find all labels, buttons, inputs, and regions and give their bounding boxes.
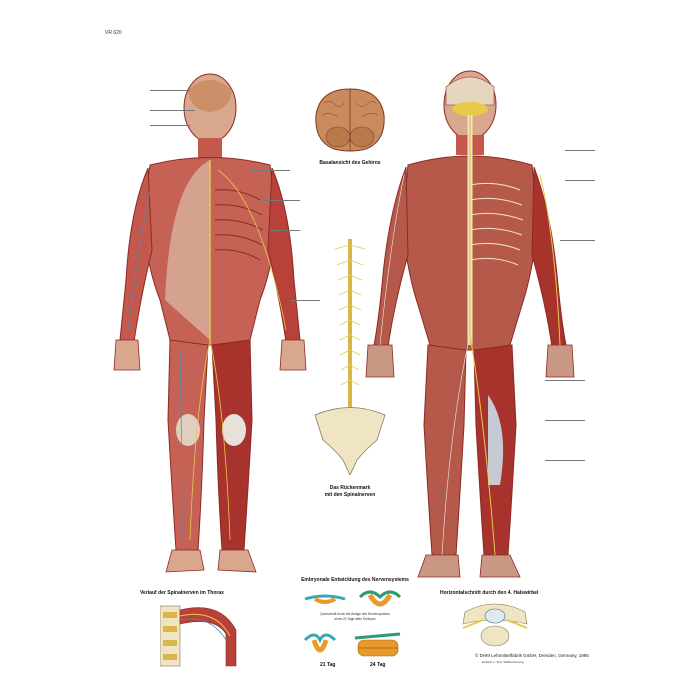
leader-line [560,240,595,241]
thorax-caption: Verlauf der Spinalnerven im Thorax [140,590,224,596]
leader-line [545,460,585,461]
anterior-body-figure [113,73,307,573]
spinal-cord-figure [314,239,386,475]
leader-line [150,110,195,111]
leader-line [250,170,290,171]
embryo-subcaption-line1: Querschnitt durch die Anlage des Nervens… [320,612,390,616]
brain-basal-view [315,88,385,152]
embryo-caption: Embryonale Entwicklung des Nervensystems [301,577,409,583]
spinal-cord-caption-line2: mit den Spinalnerven [324,492,376,498]
leader-line [150,125,190,126]
embryo-subcaption-line2: eines 20 Tage alten Embryos [334,617,376,621]
leader-line [150,90,190,91]
embryo-day24-label: 24 Tag [370,662,386,668]
cervical-vertebra-cross-section-figure [462,603,528,647]
embryo-day21-label: 21 Tag [320,662,336,668]
chart-code: VR 620 [105,30,122,36]
thorax-spinal-nerves-figure [160,605,237,667]
leader-line [545,380,585,381]
embryo-neural-plate-figures [304,590,402,607]
posterior-body-figure [365,70,575,578]
embryo-neural-tube-figures [303,632,401,657]
leader-line [290,300,320,301]
leader-line [260,200,300,201]
leader-line [565,180,595,181]
leader-line [270,230,300,231]
leader-line [565,150,595,151]
cross-section-caption: Horizontalschnitt durch den 4. Halswirbe… [440,590,539,596]
copyright-notice: © DHM Lehrmittelfabrik GmbH, Dresden, Ge… [475,653,589,658]
leader-line [545,420,585,421]
spinal-cord-caption-line1: Das Rückenmark [329,485,371,491]
brain-caption: Basalansicht des Gehirns [319,160,381,166]
credit-line: Entwurf u. Text: Wilfried Koenig [482,660,524,664]
